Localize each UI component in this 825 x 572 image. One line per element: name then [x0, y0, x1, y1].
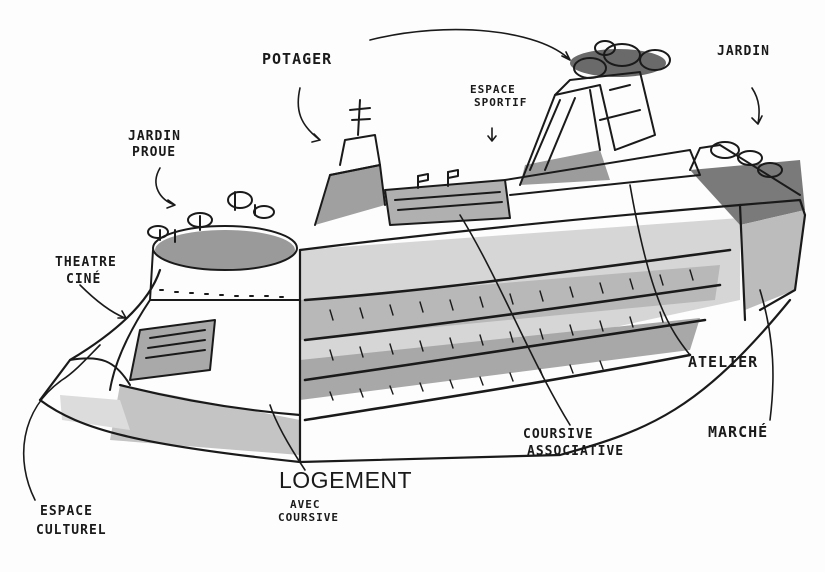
label-atelier: ATELIER	[688, 353, 759, 371]
label-espace-culturel-line1: ESPACE	[40, 504, 93, 519]
bow-superstructure	[69, 225, 301, 391]
leader-lines	[22, 28, 774, 501]
funnel-greenery	[573, 40, 671, 79]
label-logement-sub-line2: COURSIVE	[278, 511, 339, 524]
label-theatre-cine-line2: CINÉ	[66, 272, 102, 287]
label-potager: POTAGER	[262, 50, 333, 68]
label-marche: MARCHÉ	[708, 423, 769, 441]
deck-lines	[303, 248, 732, 422]
shadow-washes	[60, 49, 805, 455]
upper-deck-funnel	[504, 71, 701, 196]
label-theatre-cine-line1: THEATRE	[55, 255, 117, 270]
stern-garden	[689, 141, 801, 196]
label-coursive-associative-line1: COURSIVE	[523, 427, 594, 442]
label-jardin-proue-line2: PROUE	[132, 145, 177, 160]
deck-ticks	[329, 269, 694, 401]
label-logement-sub-line1: AVEC	[290, 498, 321, 511]
sports-deck	[384, 169, 511, 226]
label-jardin-proue-line1: JARDIN	[128, 129, 181, 144]
label-espace-sportif-line2: SPORTIF	[474, 96, 528, 109]
label-jardin: JARDIN	[717, 44, 770, 59]
label-coursive-associative-line2: ASSOCIATIVE	[527, 444, 625, 459]
mid-tower	[314, 99, 386, 226]
bow-garden-trees	[147, 191, 275, 243]
label-logement: LOGEMENT	[279, 467, 413, 493]
label-espace-sportif-line1: ESPACE	[470, 83, 516, 96]
label-espace-culturel-line2: CULTUREL	[36, 523, 107, 538]
